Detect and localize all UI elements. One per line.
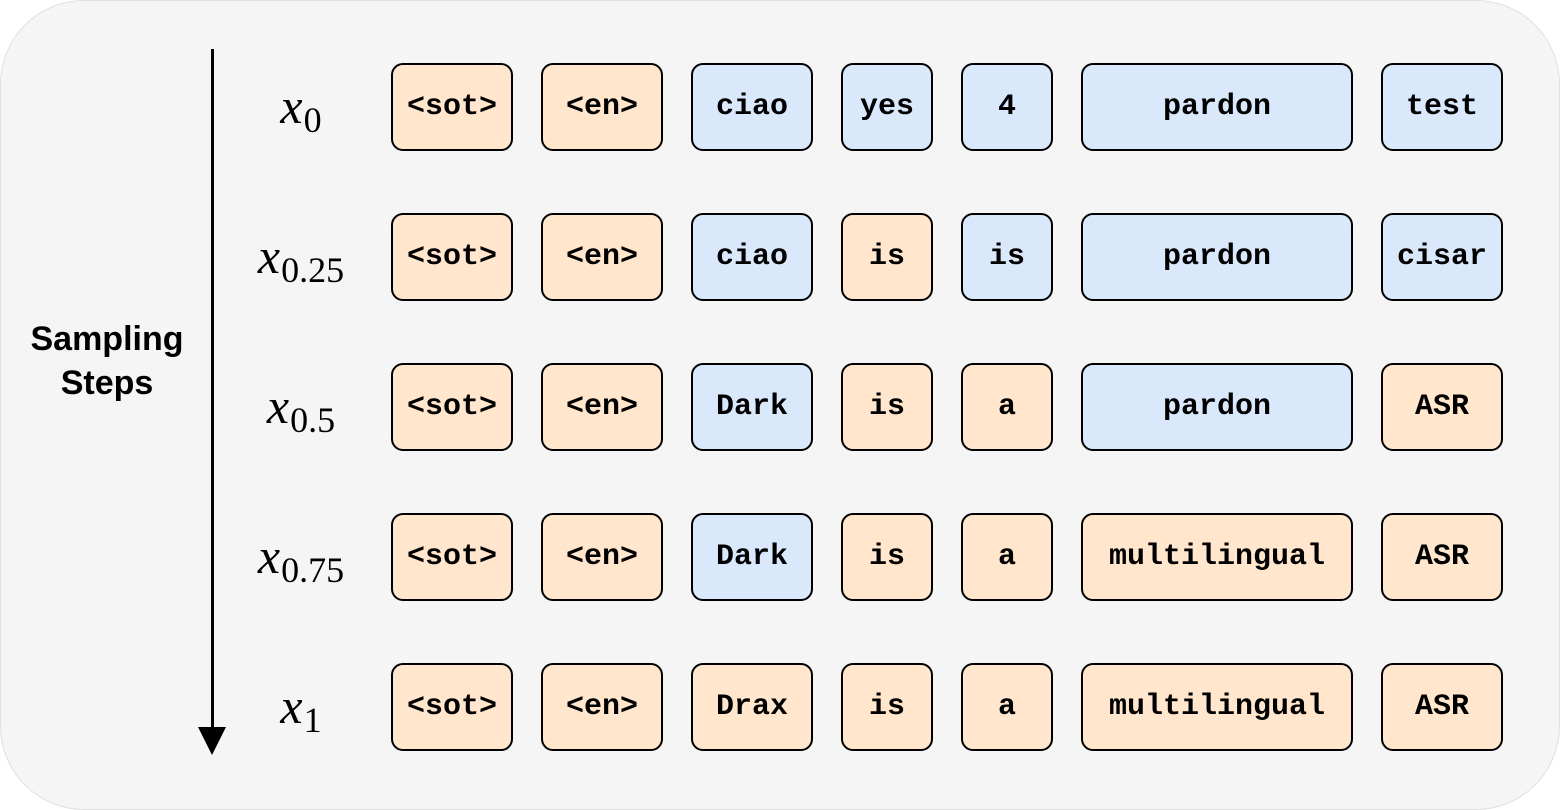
token-committed: <sot>	[391, 63, 513, 151]
step-variable: x	[280, 78, 303, 134]
token-committed: Drax	[691, 663, 813, 751]
token-committed: ASR	[1381, 363, 1503, 451]
step-variable: x	[257, 528, 281, 584]
token-committed: a	[961, 363, 1053, 451]
sampling-steps-label: Sampling Steps	[7, 317, 207, 405]
token-pending: pardon	[1081, 213, 1353, 301]
time-axis-arrowhead	[198, 727, 226, 755]
token-committed: <sot>	[391, 363, 513, 451]
token-pending: cisar	[1381, 213, 1503, 301]
step-subscript: 0.75	[281, 550, 345, 590]
token-committed: a	[961, 663, 1053, 751]
token-pending: yes	[841, 63, 933, 151]
token-committed: <en>	[541, 513, 663, 601]
token-committed: is	[841, 513, 933, 601]
step-variable: x	[280, 678, 303, 734]
step-subscript: 1	[303, 700, 322, 740]
step-variable: x	[266, 378, 290, 434]
token-committed: <en>	[541, 663, 663, 751]
token-pending: is	[961, 213, 1053, 301]
token-committed: <sot>	[391, 663, 513, 751]
token-committed: is	[841, 213, 933, 301]
token-committed: is	[841, 663, 933, 751]
token-committed: <sot>	[391, 213, 513, 301]
token-committed: ASR	[1381, 513, 1503, 601]
token-committed: a	[961, 513, 1053, 601]
token-pending: Dark	[691, 513, 813, 601]
token-pending: ciao	[691, 63, 813, 151]
token-committed: <en>	[541, 363, 663, 451]
token-pending: ciao	[691, 213, 813, 301]
token-committed: <sot>	[391, 513, 513, 601]
token-pending: pardon	[1081, 63, 1353, 151]
step-subscript: 0.5	[290, 400, 336, 440]
token-committed: multilingual	[1081, 663, 1353, 751]
token-pending: test	[1381, 63, 1503, 151]
time-axis-line	[211, 49, 214, 739]
token-committed: <en>	[541, 63, 663, 151]
token-pending: pardon	[1081, 363, 1353, 451]
token-committed: multilingual	[1081, 513, 1353, 601]
token-pending: 4	[961, 63, 1053, 151]
step-subscript: 0	[303, 100, 322, 140]
token-committed: ASR	[1381, 663, 1503, 751]
token-committed: is	[841, 363, 933, 451]
step-variable: x	[257, 228, 281, 284]
step-subscript: 0.25	[281, 250, 345, 290]
token-pending: Dark	[691, 363, 813, 451]
axis-label-line-1: Sampling	[30, 320, 184, 358]
axis-label-line-2: Steps	[60, 364, 154, 402]
token-committed: <en>	[541, 213, 663, 301]
